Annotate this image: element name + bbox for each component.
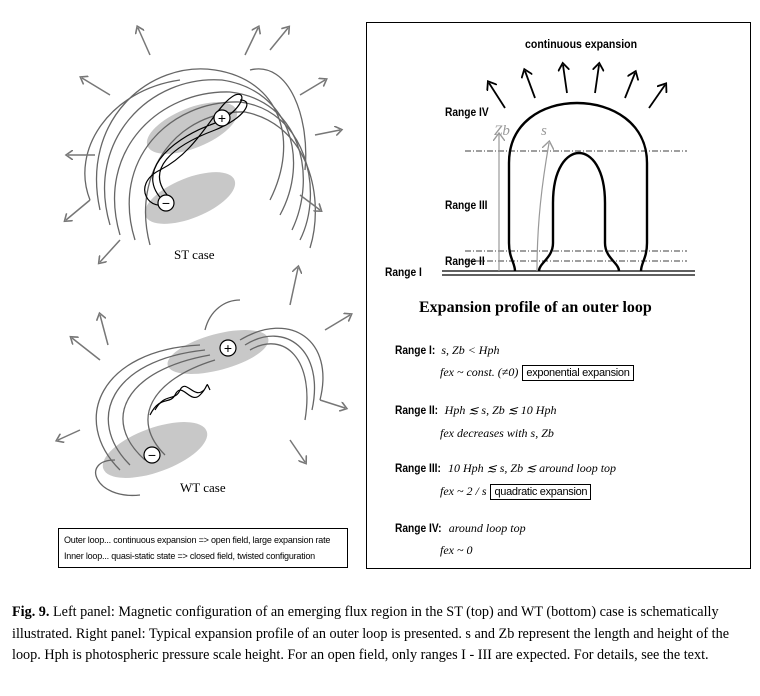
range-i-fex: fex ~ const. (≠0)exponential expansion bbox=[440, 365, 634, 381]
range-iii-def-label: Range III: bbox=[395, 461, 441, 475]
range-iv-def: Range IV: around loop top bbox=[395, 521, 526, 536]
left-panel-illustration: + − + bbox=[0, 0, 360, 497]
figure-caption: Fig. 9. Left panel: Magnetic configurati… bbox=[12, 602, 752, 667]
st-minus-pole bbox=[157, 194, 175, 212]
range-i-label: Range I bbox=[385, 265, 422, 279]
range-iv-fex: fex ~ 0 bbox=[440, 543, 473, 557]
range-iii-label: Range III bbox=[445, 198, 488, 212]
range-i-def: Range I: s, Zb < Hph bbox=[395, 343, 499, 358]
s-label: s bbox=[541, 123, 547, 139]
wt-plus-sign: + bbox=[224, 340, 232, 356]
st-plus-sign: + bbox=[218, 110, 226, 126]
range-iv-def-label: Range IV: bbox=[395, 521, 442, 535]
zb-label: Zb bbox=[494, 123, 510, 139]
range-ii-def-label: Range II: bbox=[395, 403, 439, 417]
continuous-expansion-label: continuous expansion bbox=[525, 37, 638, 51]
wt-plus-pole bbox=[219, 339, 237, 357]
legend-outer-loop: Outer loop... continuous expansion => op… bbox=[64, 535, 331, 545]
range-iv-condition: around loop top bbox=[448, 521, 526, 535]
legend-inner-loop: Inner loop... quasi-static state => clos… bbox=[64, 551, 315, 561]
range-ii-label: Range II bbox=[445, 254, 485, 268]
right-panel: continuous expansion Zb s Range IV Range… bbox=[366, 22, 751, 569]
st-minus-sign: − bbox=[162, 195, 170, 211]
expansion-profile-diagram bbox=[442, 23, 695, 276]
wt-minus-sign: − bbox=[148, 447, 156, 463]
quadratic-expansion-box: quadratic expansion bbox=[490, 484, 592, 500]
wt-case-diagram: + − bbox=[58, 268, 350, 497]
wt-case-label: WT case bbox=[180, 480, 226, 495]
legend-box: Outer loop... continuous expansion => op… bbox=[58, 528, 348, 568]
st-case-diagram: + − bbox=[66, 28, 340, 262]
range-i-def-label: Range I: bbox=[395, 343, 436, 357]
exponential-expansion-box: exponential expansion bbox=[522, 365, 634, 381]
caption-text: Left panel: Magnetic configuration of an… bbox=[12, 604, 729, 663]
range-iii-fex-text: fex ~ 2 / s bbox=[440, 484, 487, 498]
range-ii-condition: Hph ≲ s, Zb ≲ 10 Hph bbox=[444, 403, 557, 417]
range-i-condition: s, Zb < Hph bbox=[441, 343, 500, 357]
range-iv-label: Range IV bbox=[445, 105, 489, 119]
range-ii-fex: fex decreases with s, Zb bbox=[440, 426, 554, 440]
st-plus-pole bbox=[213, 109, 231, 127]
range-iii-condition: 10 Hph ≲ s, Zb ≲ around loop top bbox=[448, 461, 617, 475]
range-i-fex-text: fex ~ const. (≠0) bbox=[440, 365, 519, 379]
range-ii-def: Range II: Hph ≲ s, Zb ≲ 10 Hph bbox=[395, 403, 556, 418]
range-iii-def: Range III: 10 Hph ≲ s, Zb ≲ around loop … bbox=[395, 461, 616, 476]
wt-minus-pole bbox=[143, 446, 161, 464]
profile-title: Expansion profile of an outer loop bbox=[419, 299, 652, 316]
caption-fig-number: Fig. 9. bbox=[12, 604, 50, 620]
st-case-label: ST case bbox=[174, 247, 215, 262]
